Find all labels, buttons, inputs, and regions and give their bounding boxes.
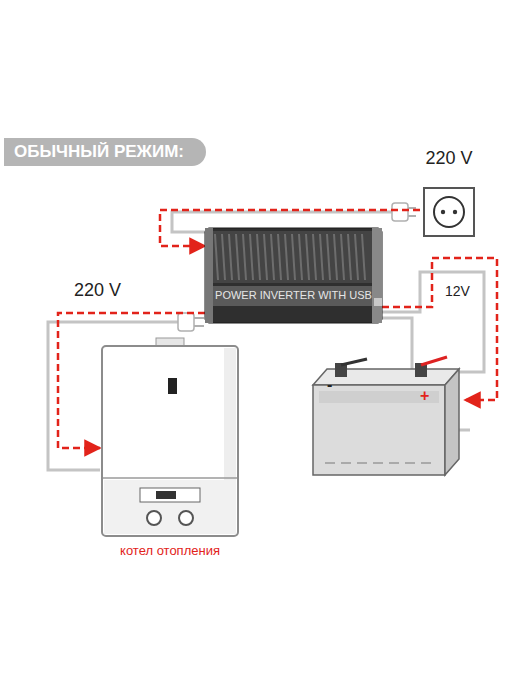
boiler-drawing [100,338,240,538]
power-socket: 220 V [420,148,478,238]
voltage-label: 220 V [72,280,123,301]
heating-boiler: котел отопления [100,338,240,560]
minus-sign: - [327,375,332,394]
power-inverter: POWER INVERTER WITH USB [205,228,382,323]
mode-title: ОБЫЧНЫЙ РЕЖИМ: [4,138,206,166]
boiler-caption: котел отопления [120,543,220,559]
inverter-label: POWER INVERTER WITH USB [215,289,372,302]
inverter-drawing [205,228,382,323]
boiler-plug [178,313,204,331]
battery: -+ [305,345,465,480]
socket-plug [392,203,416,221]
voltage-label: 12V [443,283,472,299]
voltage-label: 220 V [425,148,472,170]
battery-drawing [305,345,465,480]
plus-sign: + [420,386,429,405]
